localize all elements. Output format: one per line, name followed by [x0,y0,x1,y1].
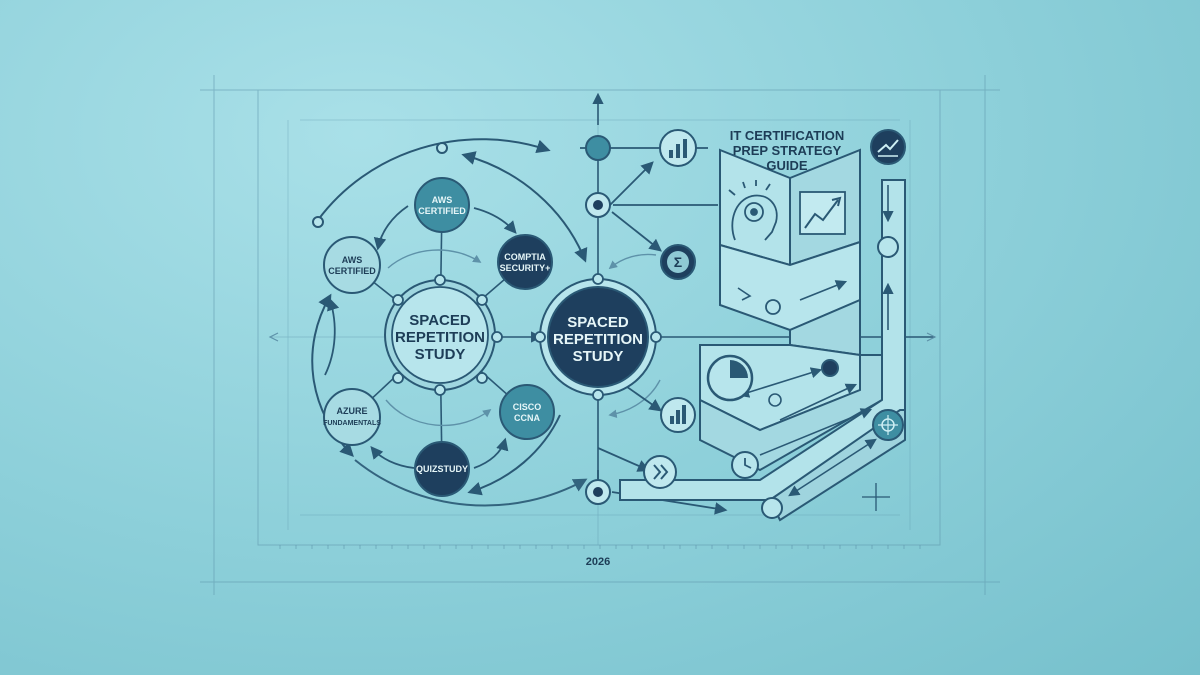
fast-forward-icon[interactable] [643,455,677,489]
crosshair-mark [862,483,890,511]
node-aws-top-line-1: AWS [432,195,453,205]
center-hub-left[interactable]: SPACED REPETITION STUDY [384,279,496,391]
hub-right-line-2: REPETITION [553,331,643,348]
axis-arrows [268,332,937,342]
clock-icon [731,451,759,479]
hub-right-joints [534,273,662,401]
node-aws-left-line-2: CERTIFIED [328,266,376,276]
trend-up-icon [799,191,846,235]
center-hub-right[interactable]: SPACED REPETITION STUDY [539,278,657,396]
title-line-1: IT CERTIFICATION [730,128,845,143]
node-aws-left-line-1: AWS [342,255,363,265]
svg-text:Σ: Σ [674,254,682,270]
node-cisco[interactable]: CISCO CCNA [499,384,555,440]
timer-icon [765,299,782,407]
hub-left-line-2: REPETITION [395,329,485,346]
node-aws-left[interactable]: AWS CERTIFIED [323,236,381,294]
pie-chart-icon [706,354,754,402]
title-line-3: GUIDE [766,158,808,173]
node-comptia-line-1: COMPTIA [504,252,546,262]
cycle-arcs [311,138,588,507]
node-aws-top-line-2: CERTIFIED [418,206,466,216]
node-aws-top[interactable]: AWS CERTIFIED [414,177,470,233]
waypoints [312,135,899,519]
node-cisco-line-1: CISCO [513,402,542,412]
hub-right-line-1: SPACED [567,314,629,331]
brain-icon [728,180,778,241]
checkmark-chart-icon[interactable] [870,129,906,165]
hub-left-line-3: STUDY [415,346,466,363]
bar-chart-icon[interactable] [659,129,697,167]
node-azure[interactable]: AZURE FUNDAMENTALS [323,388,381,446]
faint-arcs [385,249,661,427]
node-quizstudy-line-1: QUIZSTUDY [416,464,468,474]
node-azure-line-2: FUNDAMENTALS [323,420,381,427]
ruler-ticks [279,545,921,549]
guide-title: IT CERTIFICATION PREP STRATEGY GUIDE [730,128,845,173]
node-azure-line-1: AZURE [337,406,368,416]
year-label: 2026 [586,556,610,568]
node-cisco-line-2: CCNA [514,413,540,423]
bar-chart-icon-2[interactable] [660,397,696,433]
hub-right-line-3: STUDY [573,348,624,365]
title-line-2: PREP STRATEGY [733,143,842,158]
node-comptia[interactable]: COMPTIA SECURITY+ [497,234,553,290]
hub-left-line-1: SPACED [409,312,471,329]
node-comptia-line-2: SECURITY+ [500,263,551,273]
target-icon[interactable] [872,409,904,441]
hub-left-joints [392,274,503,396]
node-quizstudy[interactable]: QUIZSTUDY [414,441,470,497]
sigma-icon[interactable]: Σ [660,244,696,280]
satellite-arcs [324,205,517,469]
